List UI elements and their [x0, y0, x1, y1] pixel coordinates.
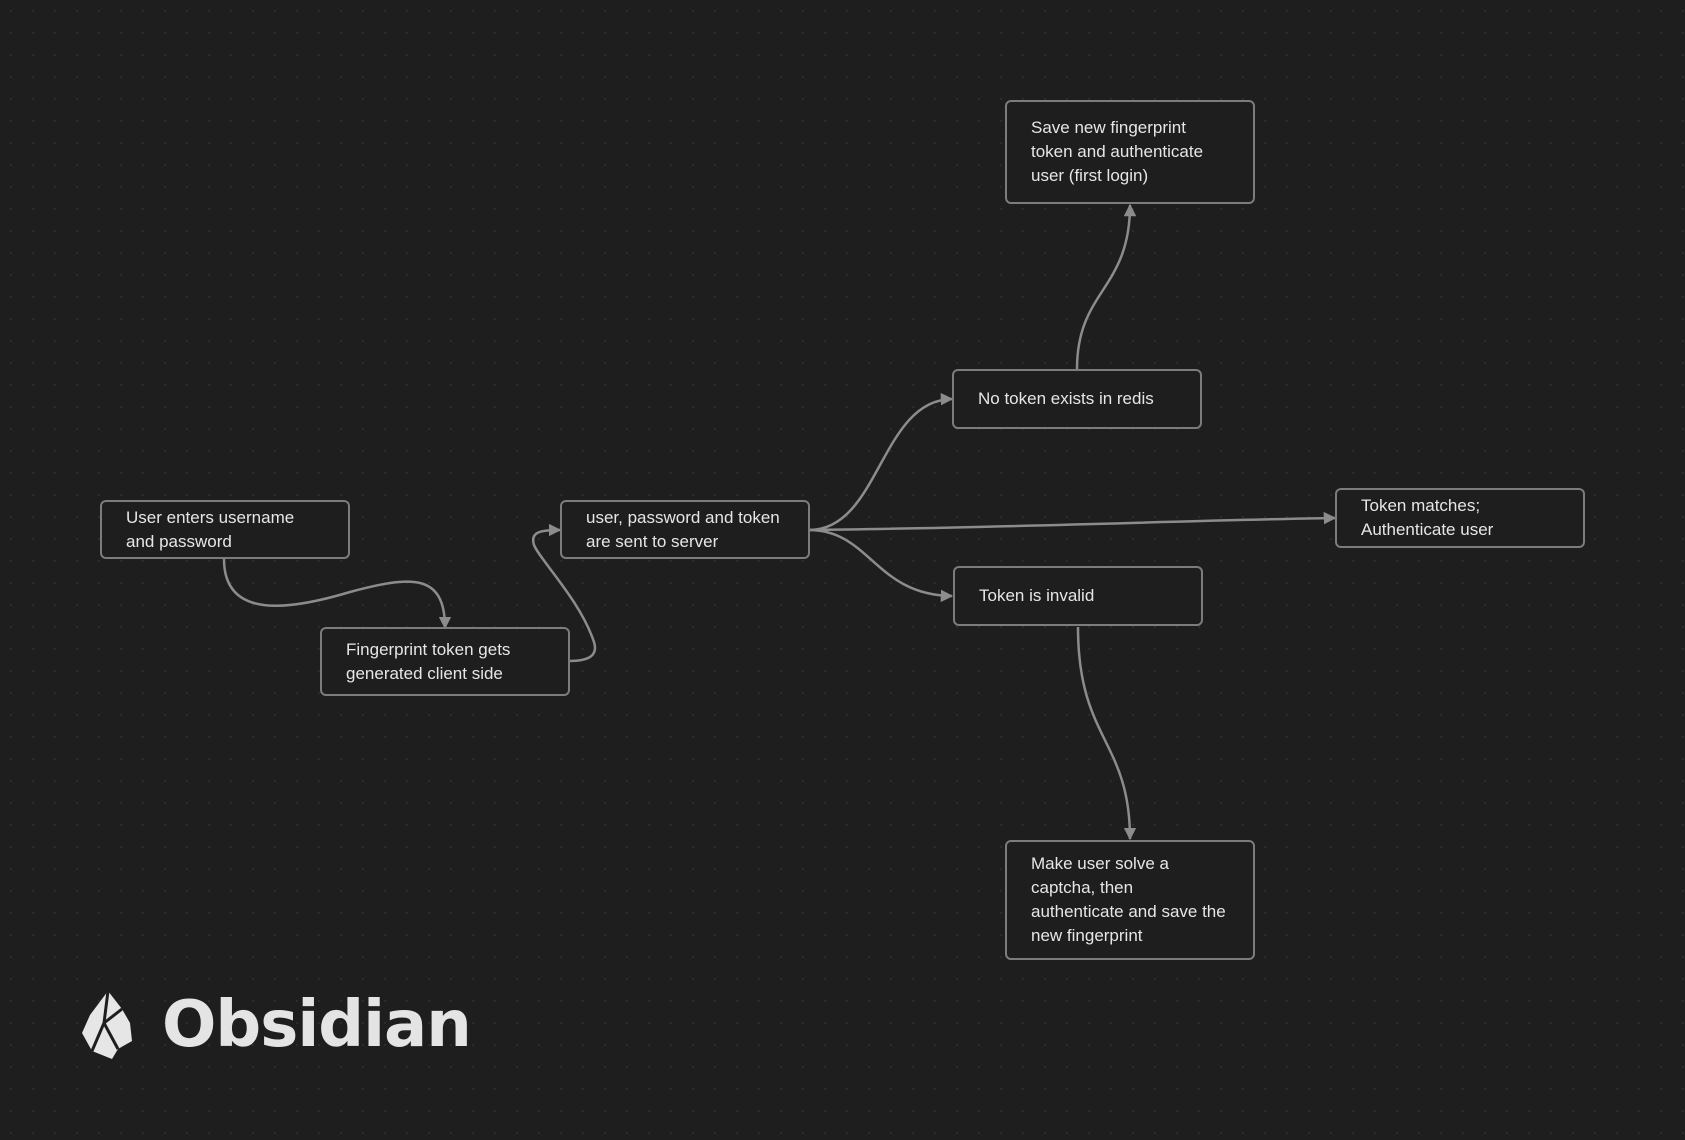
node-token-matches[interactable]: Token matches; Authenticate user: [1335, 488, 1585, 548]
node-user-enters[interactable]: User enters username and password: [100, 500, 350, 559]
node-sent-to-server-text: user, password and token are sent to ser…: [586, 507, 780, 551]
edge-server-to-token-matches[interactable]: [808, 511, 1337, 532]
obsidian-logo: Obsidian: [78, 988, 472, 1062]
node-captcha[interactable]: Make user solve a captcha, then authenti…: [1005, 840, 1255, 960]
node-user-enters-text: User enters username and password: [126, 507, 295, 551]
node-token-matches-text: Token matches; Authenticate user: [1361, 496, 1494, 539]
node-token-invalid[interactable]: Token is invalid: [953, 566, 1203, 626]
obsidian-crystal-icon: [82, 990, 132, 1059]
edge-user-to-fingerprint[interactable]: [222, 558, 452, 630]
node-fingerprint-generated-text: Fingerprint token gets generated client …: [346, 639, 511, 683]
edge-server-to-no-token[interactable]: [808, 392, 954, 532]
node-save-new-token[interactable]: Save new fingerprint token and authentic…: [1005, 100, 1255, 204]
node-token-invalid-text: Token is invalid: [979, 586, 1095, 605]
node-no-token[interactable]: No token exists in redis: [952, 369, 1202, 429]
node-fingerprint-generated[interactable]: Fingerprint token gets generated client …: [320, 627, 570, 696]
edge-invalid-to-captcha[interactable]: [1076, 626, 1137, 841]
node-sent-to-server[interactable]: user, password and token are sent to ser…: [560, 500, 810, 559]
node-captcha-text: Make user solve a captcha, then authenti…: [1031, 854, 1226, 945]
obsidian-wordmark: Obsidian: [162, 988, 472, 1062]
edge-server-to-token-invalid[interactable]: [808, 528, 954, 603]
node-save-new-token-text: Save new fingerprint token and authentic…: [1031, 118, 1204, 185]
edge-no-token-to-save[interactable]: [1075, 203, 1137, 370]
node-no-token-text: No token exists in redis: [978, 389, 1154, 408]
edge-fingerprint-to-server[interactable]: [531, 523, 597, 663]
